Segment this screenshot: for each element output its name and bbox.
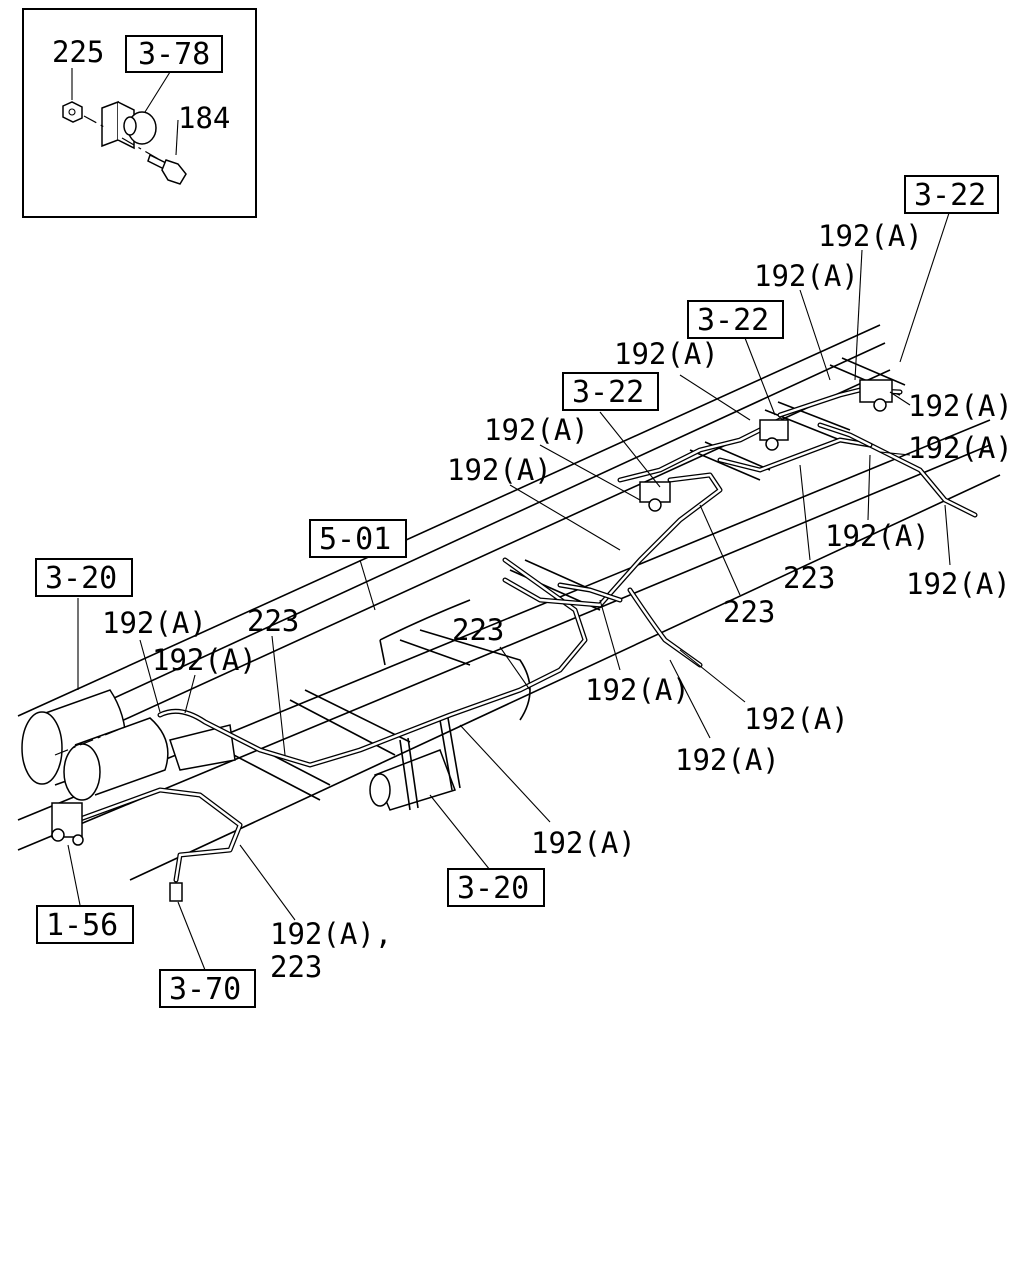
label-223-c: 223	[452, 613, 504, 647]
inset-frame	[22, 8, 257, 218]
ref-box-3-22-top	[904, 175, 999, 214]
label-192a-10: 192(A)	[102, 606, 207, 640]
valve-1-56	[51, 802, 84, 846]
ref-3-20-left: 3-20	[45, 561, 117, 596]
inset-part-184: 184	[178, 101, 230, 135]
label-192a-7: 192(A)	[447, 453, 552, 487]
label-192a-6: 192(A)	[908, 431, 1013, 465]
label-192a-12: 192(A)	[585, 673, 690, 707]
label-192a-8: 192(A)	[825, 519, 930, 553]
label-192a-5: 192(A)	[484, 413, 589, 447]
label-192a-13: 192(A)	[744, 702, 849, 736]
mid-air-tank	[369, 717, 461, 811]
label-192a-223-line1: 192(A),	[270, 917, 392, 951]
chassis-frame	[17, 324, 1001, 881]
ref-box-1-56	[36, 905, 134, 944]
label-192a-4: 192(A)	[908, 389, 1013, 423]
ref-5-01: 5-01	[319, 522, 391, 557]
ref-3-20-bottom: 3-20	[457, 871, 529, 906]
ref-box-3-22-left	[562, 372, 659, 411]
ref-box-3-22-mid	[687, 300, 784, 339]
valve-mid-3-22	[759, 419, 789, 451]
label-223-d: 223	[247, 604, 299, 638]
nut-icon	[62, 101, 83, 123]
label-223-a: 223	[783, 561, 835, 595]
valve-left-3-22	[639, 481, 671, 512]
label-192a-2: 192(A)	[754, 259, 859, 293]
ref-3-22-left: 3-22	[572, 375, 644, 410]
valve-top-3-22	[859, 379, 893, 412]
label-192a-3: 192(A)	[614, 337, 719, 371]
bracket-icon	[101, 100, 157, 150]
inset-detail: 225 3-78 184	[22, 8, 257, 218]
ref-box-3-20-left	[35, 558, 133, 597]
inset-ref-box-3-78	[125, 35, 223, 73]
label-192a-15: 192(A)	[531, 826, 636, 860]
label-192a-223-line2: 223	[270, 950, 322, 984]
inset-part-225: 225	[52, 35, 104, 69]
ref-3-70: 3-70	[169, 972, 241, 1007]
label-192a-14: 192(A)	[675, 743, 780, 777]
label-192a-11: 192(A)	[152, 643, 257, 677]
ref-box-3-70	[159, 969, 256, 1008]
leader-lines	[67, 209, 951, 971]
inset-ref-3-78: 3-78	[138, 37, 210, 72]
air-tanks	[21, 689, 236, 801]
bolt-icon	[147, 153, 187, 185]
ref-box-5-01	[309, 519, 407, 558]
valve-3-70	[169, 882, 183, 902]
ref-3-22-mid: 3-22	[697, 303, 769, 338]
ref-3-22-top: 3-22	[914, 178, 986, 213]
ref-box-3-20-bottom	[447, 868, 545, 907]
label-192a-9: 192(A)	[906, 567, 1011, 601]
ref-1-56: 1-56	[46, 908, 118, 943]
label-223-b: 223	[723, 595, 775, 629]
brake-pipes	[69, 387, 978, 883]
label-192a-1: 192(A)	[818, 219, 923, 253]
